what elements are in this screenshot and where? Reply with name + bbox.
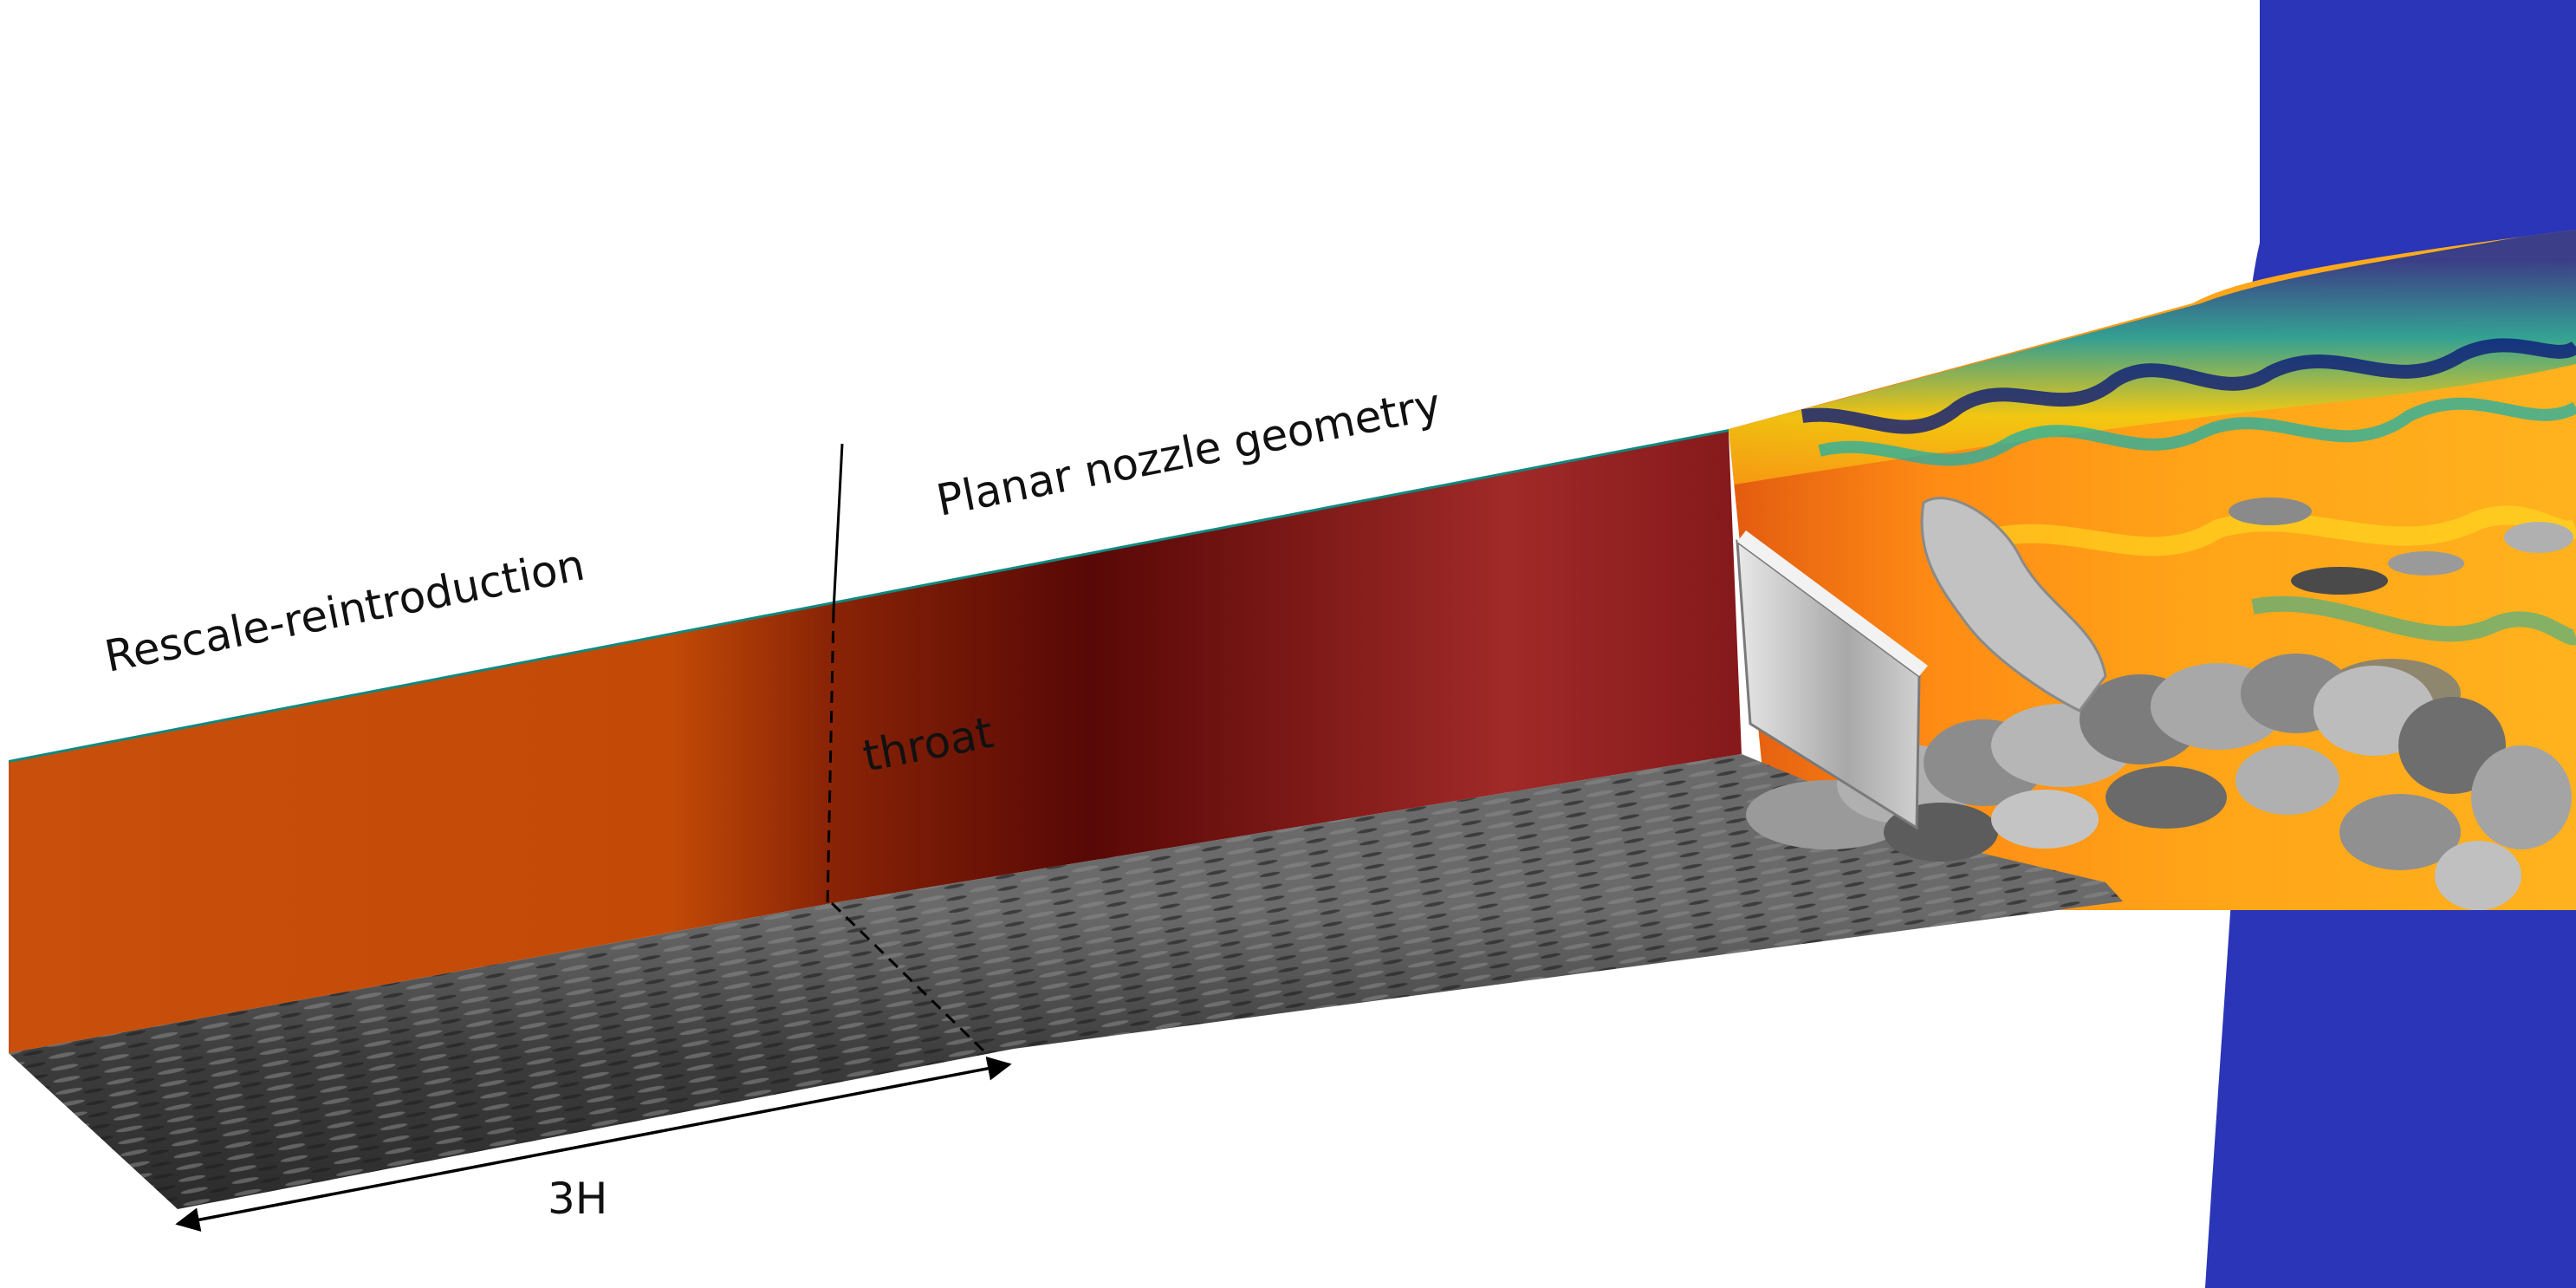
throat-marker-dashed: [826, 610, 835, 907]
throat-marker-line: [832, 443, 844, 612]
dimension-label: 3H: [548, 1174, 607, 1224]
dimension-arrow: [175, 1056, 1012, 1233]
rescale-reintroduction-label: Rescale-reintroduction: [101, 540, 588, 682]
floor-throat-dashed: [830, 901, 988, 1055]
nozzle-side-wall: [9, 432, 1742, 1053]
